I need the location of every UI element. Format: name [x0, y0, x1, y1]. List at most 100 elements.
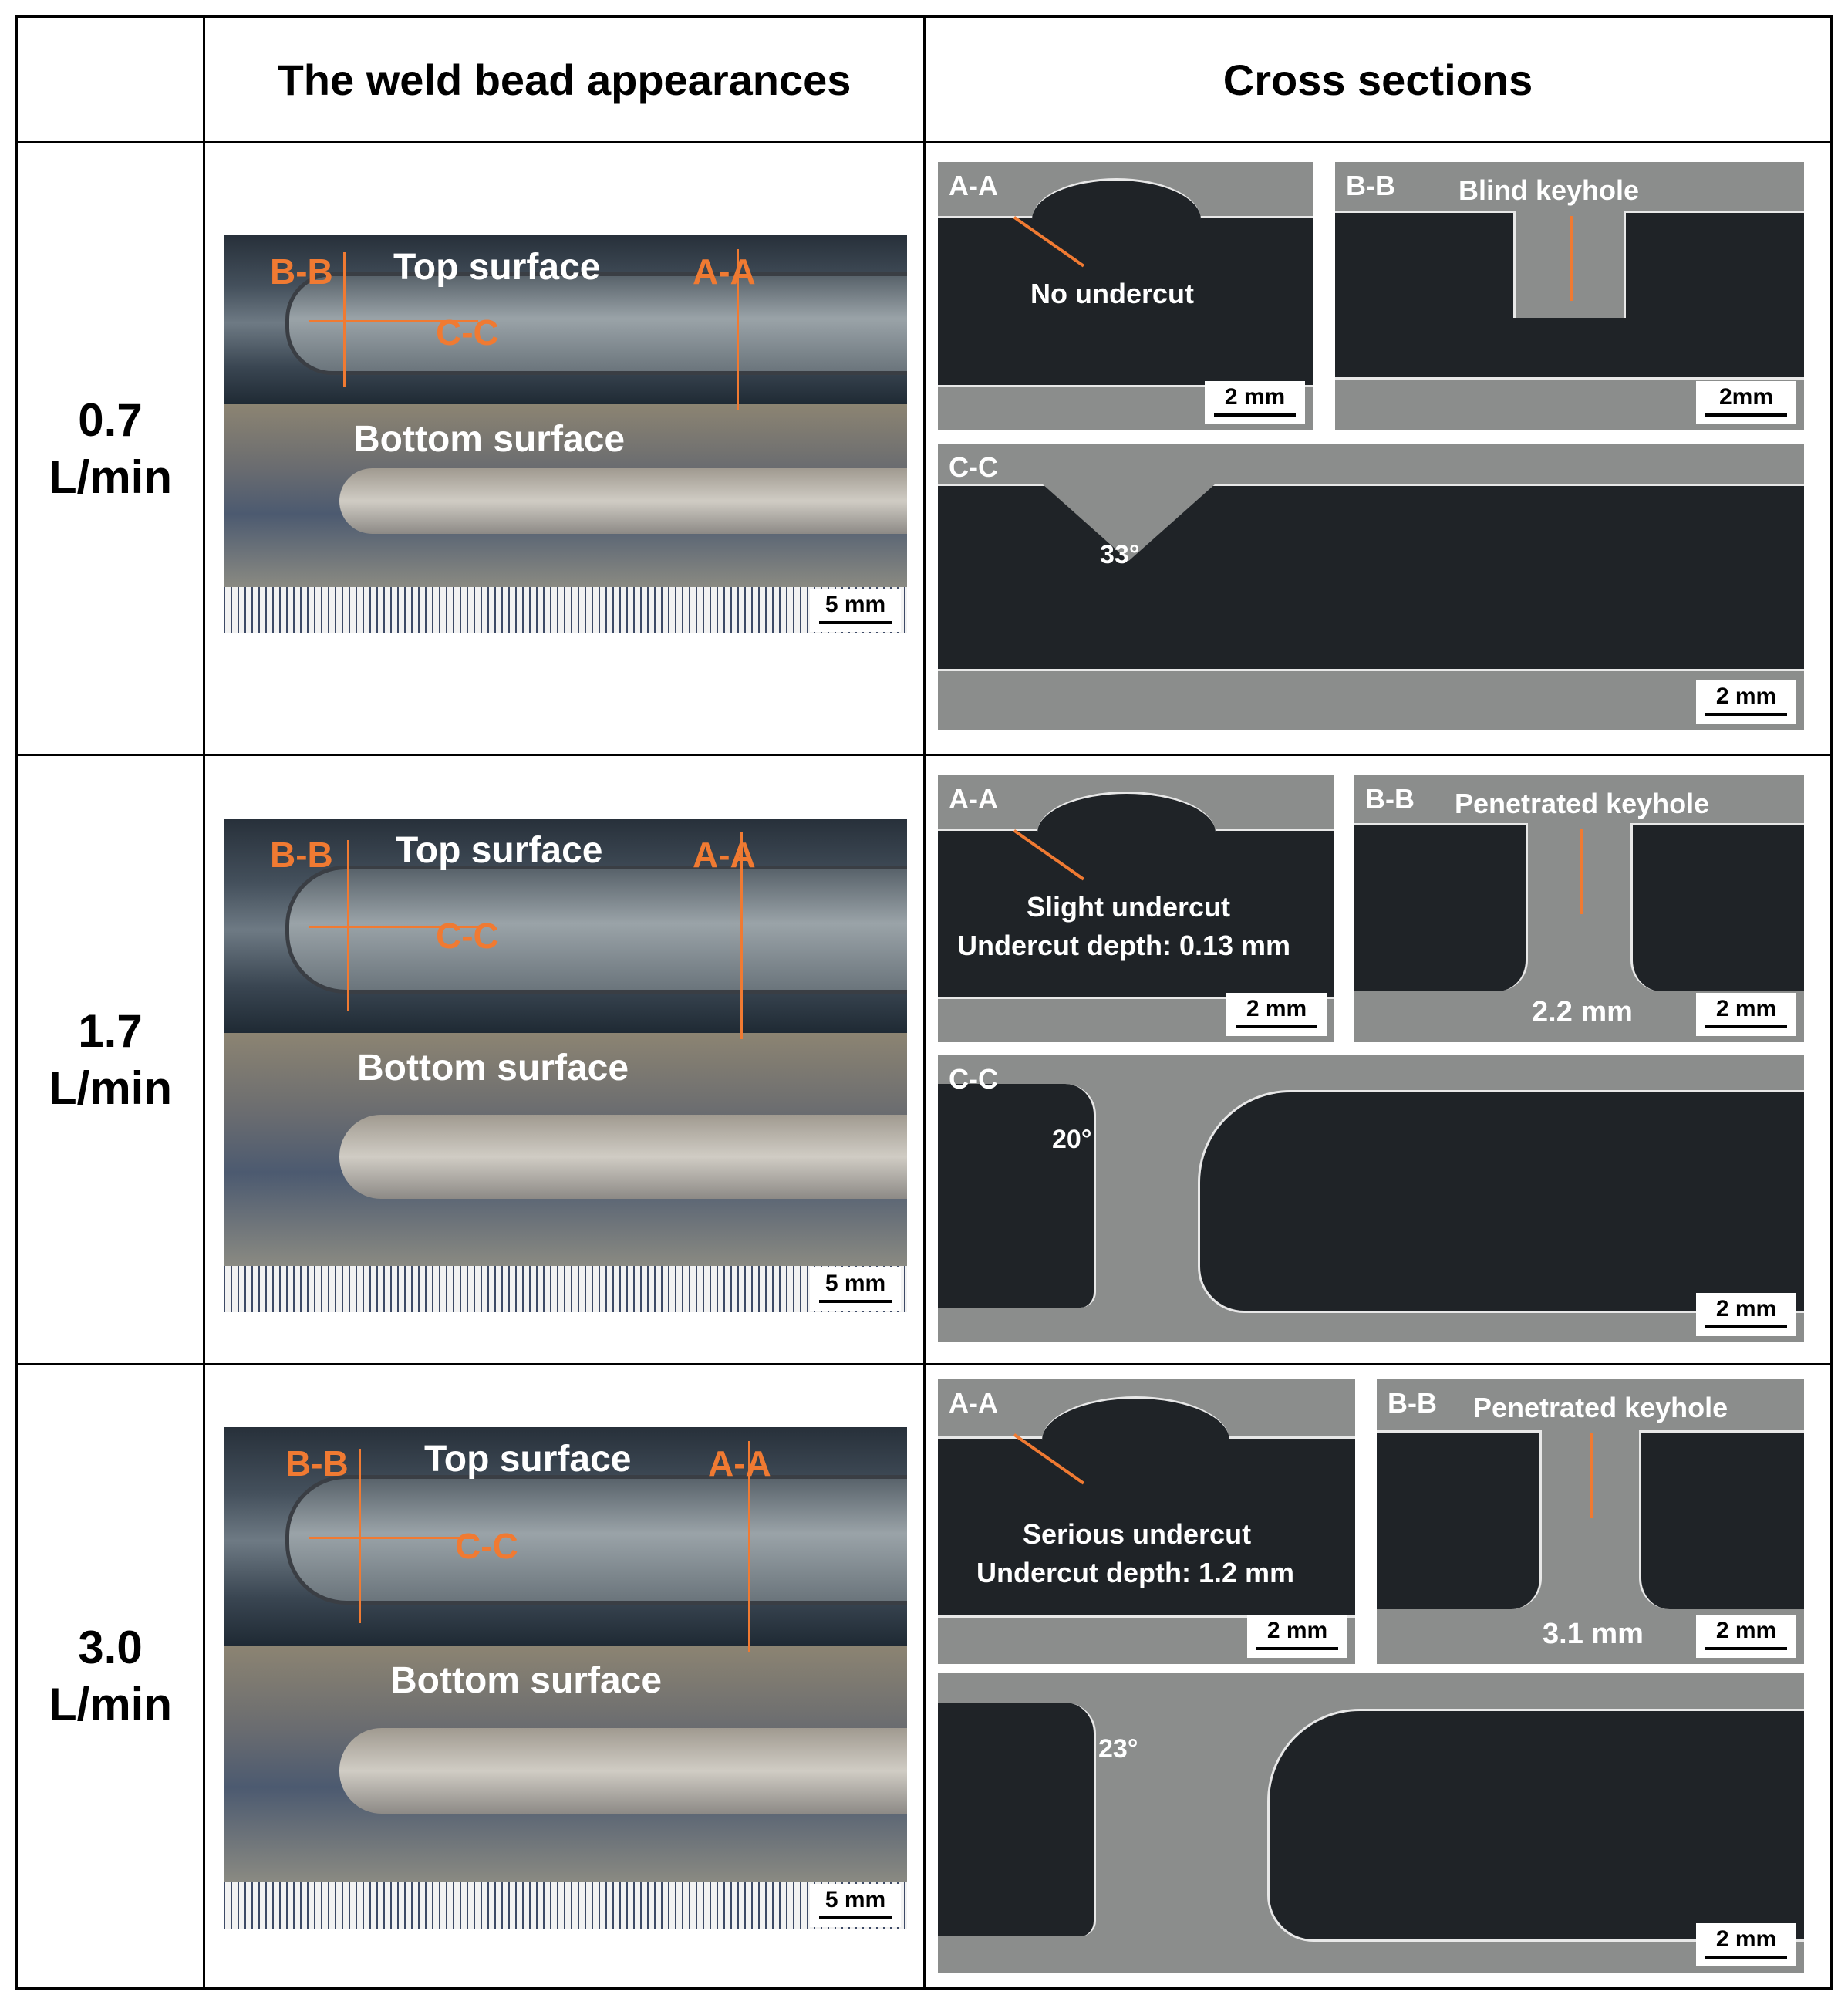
cross-section-aa-0: [938, 162, 1313, 430]
bead-label-aa: A-A: [708, 1443, 771, 1483]
cc-scale-bar: 2 mm: [1696, 1293, 1796, 1336]
flow-rate-value: 1.7: [78, 1004, 143, 1057]
bead-label-bb: B-B: [270, 835, 333, 875]
bb-section-label: B-B: [1346, 170, 1395, 201]
bb-note: Blind keyhole: [1459, 174, 1640, 206]
aa-note: No undercut: [1030, 278, 1194, 309]
top-bead-track: [285, 866, 907, 994]
bb-scale-bar-label: 2mm: [1718, 384, 1774, 410]
flow-rate-unit: L/min: [49, 451, 172, 503]
aa-scale-bar: 2 mm: [1247, 1615, 1347, 1658]
bead-label-bottom-surface: Bottom surface: [390, 1660, 663, 1701]
aa-weld-cap: [1042, 1396, 1229, 1484]
bb-scale-bar-bar: [1705, 1025, 1787, 1028]
bottom-bead-track: [339, 1728, 907, 1814]
bb-blind-bottom: [1335, 318, 1804, 380]
cc-scale-bar-label: 2 mm: [1715, 1296, 1777, 1321]
bead-scale-bar: 5 mm: [810, 589, 901, 632]
bead-scale-bar-label: 5 mm: [825, 1887, 886, 1912]
cc-scale-bar-label: 2 mm: [1715, 1926, 1777, 1952]
bb-scale-bar: 2mm: [1696, 381, 1796, 424]
aa-scale-bar: 2 mm: [1205, 381, 1305, 424]
bb-width: 2.2 mm: [1532, 996, 1633, 1028]
bb-dark-left: [1377, 1430, 1542, 1609]
top-bead-track: [285, 272, 907, 375]
aa-scale-bar-bar: [1214, 413, 1296, 417]
aa-scale-bar-label: 2 mm: [1266, 1618, 1328, 1643]
bead-label-top-surface: Top surface: [396, 830, 603, 871]
bead-scale-bar-bar: [819, 1300, 892, 1303]
bead-label-bottom-surface: Bottom surface: [353, 419, 626, 460]
aa-note-2: Undercut depth: 0.13 mm: [957, 930, 1291, 961]
header-bead-appearances: The weld bead appearances: [277, 55, 851, 104]
cc-scale-bar-label: 2 mm: [1715, 684, 1777, 709]
cc-dark-metal: [938, 484, 1804, 671]
bead-scale-bar-label: 5 mm: [825, 592, 886, 617]
grid-line-right: [1830, 15, 1833, 1990]
flow-rate-unit: L/min: [49, 1062, 172, 1114]
flow-rate-value: 0.7: [78, 393, 143, 446]
bead-scale-bar-bar: [819, 1916, 892, 1919]
grid-line-col1: [203, 15, 205, 1990]
bead-scale-bar-label: 5 mm: [825, 1271, 886, 1296]
bb-arrow: [1580, 829, 1583, 914]
cc-scale-bar: 2 mm: [1696, 1923, 1796, 1966]
aa-scale-bar-label: 2 mm: [1224, 384, 1286, 410]
ruler: [224, 587, 907, 633]
bb-scale-bar-label: 2 mm: [1715, 996, 1777, 1021]
section-line-aa: [748, 1441, 750, 1652]
bead-scale-bar: 5 mm: [810, 1267, 901, 1311]
cc-scale-bar-bar: [1705, 713, 1787, 716]
bb-dark-right: [1639, 1430, 1804, 1609]
weld-bead-photo-0: [224, 235, 907, 633]
cc-dark-right: [1198, 1090, 1804, 1313]
bb-section-label: B-B: [1365, 783, 1415, 815]
bead-label-top-surface: Top surface: [424, 1439, 632, 1480]
aa-scale-bar-label: 2 mm: [1246, 996, 1307, 1021]
bb-dark-right: [1630, 823, 1804, 991]
bead-label-cc: C-C: [455, 1526, 518, 1566]
cc-section-label: C-C: [949, 451, 998, 483]
aa-scale-bar-bar: [1236, 1025, 1317, 1028]
cc-dark-right: [1267, 1709, 1804, 1942]
cross-section-aa-2: [938, 1379, 1355, 1664]
aa-note-2: Undercut depth: 1.2 mm: [976, 1557, 1295, 1588]
section-line-cc: [309, 926, 478, 928]
flow-rate-unit: L/min: [49, 1679, 172, 1730]
ruler: [224, 1266, 907, 1312]
bead-label-cc: C-C: [436, 312, 499, 353]
section-line-aa: [740, 832, 743, 1039]
bb-scale-bar: 2 mm: [1696, 993, 1796, 1036]
bead-scale-bar: 5 mm: [810, 1884, 901, 1927]
aa-weld-cap: [1037, 792, 1216, 874]
bb-note: Penetrated keyhole: [1455, 788, 1710, 819]
bead-label-bb: B-B: [270, 251, 333, 292]
bead-label-top-surface: Top surface: [393, 247, 601, 288]
ruler: [224, 1882, 907, 1929]
cc-angle: 23°: [1098, 1734, 1138, 1764]
section-line-bb: [359, 1449, 361, 1623]
cross-section-cc-2: [938, 1673, 1804, 1973]
bead-label-cc: C-C: [436, 916, 499, 956]
cross-section-cc-0: [938, 444, 1804, 730]
bb-dark-left: [1354, 823, 1528, 991]
cc-scale-bar: 2 mm: [1696, 680, 1796, 724]
aa-section-label: A-A: [949, 783, 998, 815]
bb-arrow: [1590, 1433, 1593, 1518]
weld-bead-photo-1: [224, 819, 907, 1312]
cross-section-aa-1: [938, 775, 1334, 1042]
cc-dark-left: [938, 1084, 1096, 1308]
cc-dark-left: [938, 1703, 1096, 1936]
bottom-bead-track: [339, 1115, 907, 1199]
grid-line-col2: [923, 15, 926, 1990]
aa-section-label: A-A: [949, 1387, 998, 1419]
bb-note: Penetrated keyhole: [1473, 1392, 1728, 1423]
grid-line-left: [15, 15, 18, 1990]
bead-label-bottom-surface: Bottom surface: [357, 1048, 629, 1089]
bb-section-label: B-B: [1388, 1387, 1437, 1419]
flow-rate-value: 3.0: [78, 1622, 143, 1673]
bb-scale-bar: 2 mm: [1696, 1615, 1796, 1658]
bead-label-aa: A-A: [693, 251, 756, 292]
bb-scale-bar-bar: [1705, 1647, 1787, 1650]
